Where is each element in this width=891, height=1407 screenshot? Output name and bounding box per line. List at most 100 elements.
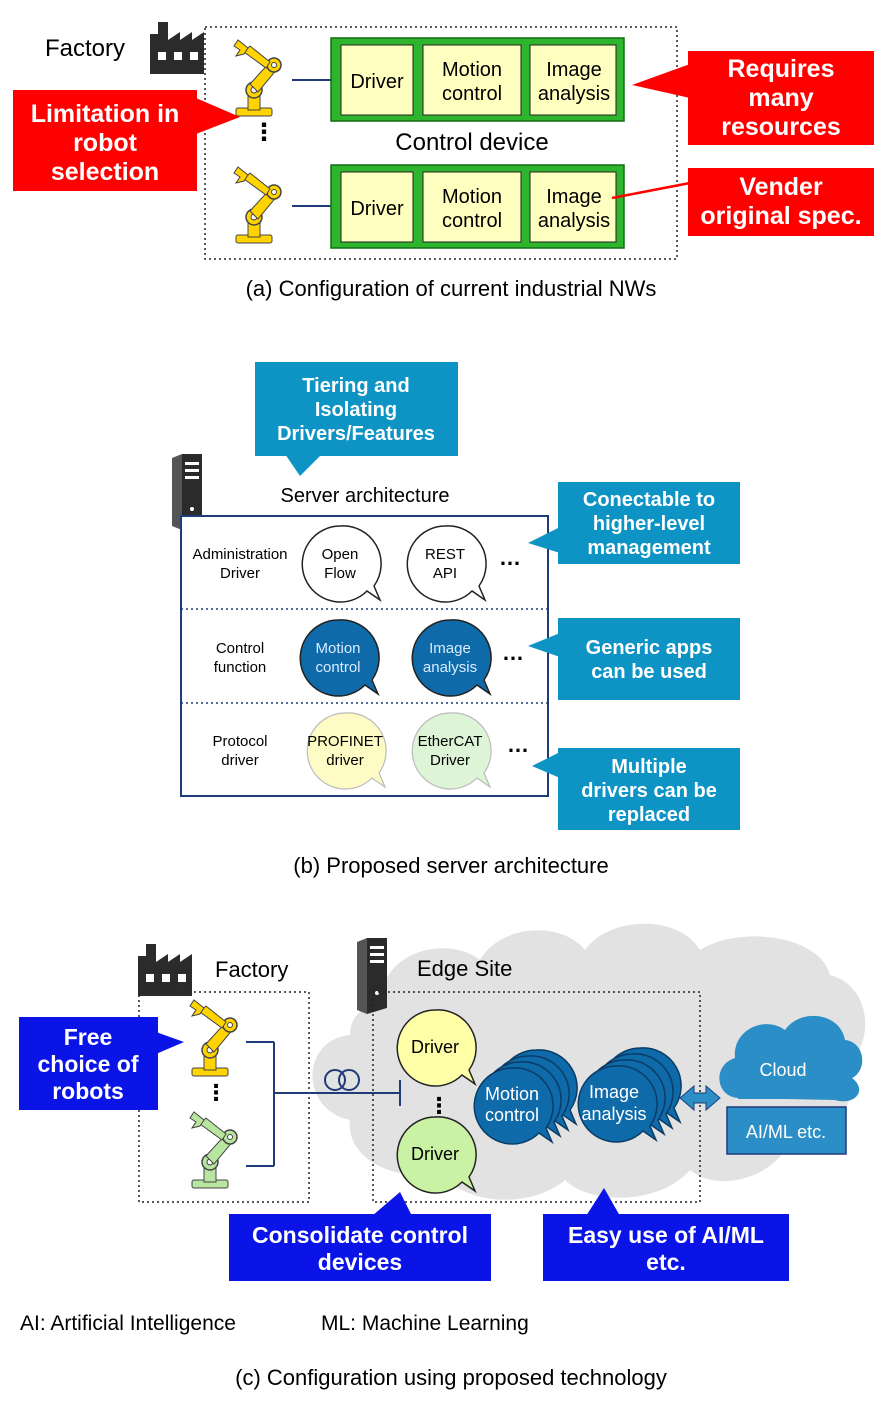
svg-text:Free: Free bbox=[64, 1024, 113, 1050]
svg-text:API: API bbox=[433, 565, 457, 582]
caption-c: (c) Configuration using proposed technol… bbox=[235, 1365, 667, 1390]
callout-tiering: Tiering and Isolating Drivers/Features bbox=[255, 362, 458, 476]
svg-text:Image: Image bbox=[589, 1082, 639, 1102]
callout-easy-aiml: Easy use of AI/ML etc. bbox=[543, 1188, 789, 1281]
svg-text:Drivers/Features: Drivers/Features bbox=[277, 423, 435, 445]
svg-text:driver: driver bbox=[326, 752, 364, 769]
svg-text:Open: Open bbox=[322, 546, 359, 563]
motion-control-stack: Motion control bbox=[473, 1049, 578, 1145]
svg-text:control: control bbox=[485, 1105, 539, 1125]
motion-control-module bbox=[422, 171, 522, 243]
vertical-ellipsis: ⋮ bbox=[205, 1080, 227, 1105]
tier-label: Administration bbox=[192, 546, 287, 563]
motion-control-module bbox=[422, 44, 522, 116]
callout-free-choice: Free choice of robots bbox=[19, 1017, 184, 1110]
callout-resources: Requires many resources bbox=[632, 51, 874, 145]
robot-icon bbox=[233, 166, 282, 244]
driver-bubble: Driver bbox=[396, 1009, 477, 1087]
callout-multiple-drivers: Multiple drivers can be replaced bbox=[532, 748, 740, 830]
app-bubble-motion-control: Motion control bbox=[299, 619, 380, 697]
cloud-icon: Cloud bbox=[719, 1015, 863, 1102]
image-analysis-module bbox=[529, 44, 617, 116]
tier-label: Protocol bbox=[212, 733, 267, 750]
svg-text:analysis: analysis bbox=[423, 659, 477, 676]
svg-text:etc.: etc. bbox=[646, 1249, 686, 1275]
image-analysis-stack: Image analysis bbox=[577, 1047, 682, 1143]
app-bubble-rest-api: REST API bbox=[406, 525, 487, 603]
driver-module bbox=[340, 44, 414, 116]
tier-label: Control bbox=[216, 640, 264, 657]
image-label: Image bbox=[546, 59, 602, 81]
svg-text:Image: Image bbox=[429, 640, 471, 657]
app-bubble-image-analysis: Image analysis bbox=[411, 619, 492, 697]
svg-text:drivers can be: drivers can be bbox=[581, 780, 717, 802]
fiber-coil-icon bbox=[324, 1069, 360, 1091]
callout-generic-apps: Generic apps can be used bbox=[528, 618, 740, 700]
app-bubble-profinet: PROFINET driver bbox=[306, 712, 387, 790]
control-label: control bbox=[442, 83, 502, 105]
svg-text:Motion: Motion bbox=[485, 1084, 539, 1104]
driver-module bbox=[340, 171, 414, 243]
panel-b: Tiering and Isolating Drivers/Features S… bbox=[172, 362, 740, 878]
abbrev-ml: ML: Machine Learning bbox=[321, 1312, 529, 1335]
factory-label: Factory bbox=[215, 957, 288, 982]
svg-text:resources: resources bbox=[721, 113, 841, 141]
tier-label: driver bbox=[221, 752, 259, 769]
driver-label: Driver bbox=[350, 71, 404, 93]
svg-text:many: many bbox=[748, 84, 813, 112]
svg-text:can be used: can be used bbox=[591, 661, 707, 683]
svg-text:analysis: analysis bbox=[581, 1104, 646, 1124]
abbrev-ai: AI: Artificial Intelligence bbox=[20, 1312, 236, 1335]
svg-text:Consolidate control: Consolidate control bbox=[252, 1222, 468, 1248]
svg-text:Vender: Vender bbox=[739, 173, 823, 201]
panel-c: Factory Edge Site ⋮ Driver ⋮ Driver bbox=[19, 923, 866, 1390]
double-arrow-icon bbox=[679, 1084, 721, 1112]
factory-label: Factory bbox=[45, 35, 125, 62]
control-label: control bbox=[442, 210, 502, 232]
caption-b: (b) Proposed server architecture bbox=[293, 853, 608, 878]
svg-text:REST: REST bbox=[425, 546, 465, 563]
vertical-ellipsis: ⋮ bbox=[428, 1093, 450, 1118]
driver-bubble: Driver bbox=[396, 1116, 477, 1194]
callout-limitation: Limitation in robot selection bbox=[13, 90, 240, 191]
svg-text:Isolating: Isolating bbox=[315, 399, 397, 421]
factory-boundary bbox=[204, 26, 678, 260]
svg-text:original spec.: original spec. bbox=[700, 202, 861, 230]
server-icon bbox=[357, 938, 387, 1014]
callout-consolidate: Consolidate control devices bbox=[229, 1192, 491, 1281]
analysis-label: analysis bbox=[538, 210, 610, 232]
image-analysis-module bbox=[529, 171, 617, 243]
svg-text:Requires: Requires bbox=[728, 55, 835, 83]
robot-icon bbox=[189, 1111, 238, 1189]
ellipsis: … bbox=[507, 732, 529, 757]
svg-text:replaced: replaced bbox=[608, 804, 690, 826]
svg-text:choice of: choice of bbox=[38, 1051, 139, 1077]
svg-text:Generic apps: Generic apps bbox=[586, 637, 713, 659]
svg-text:PROFINET: PROFINET bbox=[307, 733, 383, 750]
panel-a: Factory ⋮ Driver Motion control Image an… bbox=[13, 22, 874, 301]
caption-a: (a) Configuration of current industrial … bbox=[246, 276, 657, 301]
svg-text:Flow: Flow bbox=[324, 565, 356, 582]
svg-text:Cloud: Cloud bbox=[759, 1060, 806, 1080]
robot-icon bbox=[233, 39, 282, 117]
control-device-label: Control device bbox=[395, 129, 548, 156]
tier-label: function bbox=[214, 659, 267, 676]
tier-label: Driver bbox=[220, 565, 260, 582]
svg-text:control: control bbox=[315, 659, 360, 676]
aiml-label: AI/ML etc. bbox=[746, 1122, 826, 1142]
svg-text:Tiering and: Tiering and bbox=[302, 375, 409, 397]
callout-higher-level: Conectable to higher-level management bbox=[528, 482, 740, 564]
image-label: Image bbox=[546, 186, 602, 208]
network-links bbox=[246, 1041, 401, 1167]
svg-text:EtherCAT: EtherCAT bbox=[418, 733, 483, 750]
svg-text:Easy use of AI/ML: Easy use of AI/ML bbox=[568, 1222, 764, 1248]
svg-text:robot: robot bbox=[73, 129, 138, 157]
robot-icon bbox=[189, 999, 238, 1077]
svg-text:Conectable to: Conectable to bbox=[583, 489, 715, 511]
svg-text:Multiple: Multiple bbox=[611, 756, 687, 778]
svg-text:higher-level: higher-level bbox=[593, 513, 705, 535]
svg-text:Driver: Driver bbox=[411, 1144, 459, 1164]
app-bubble-ethercat: EtherCAT Driver bbox=[411, 712, 492, 790]
svg-text:Driver: Driver bbox=[430, 752, 470, 769]
